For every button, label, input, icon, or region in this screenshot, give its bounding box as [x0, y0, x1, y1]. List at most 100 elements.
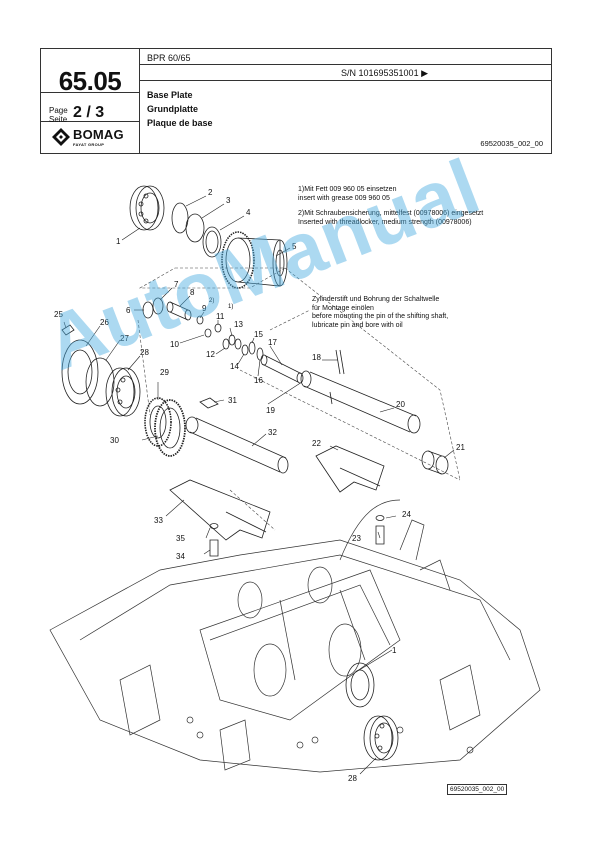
- part-10: [204, 328, 212, 338]
- callout-label: 24: [402, 510, 411, 519]
- callout-label: 32: [268, 428, 277, 437]
- ring-part-27: [85, 357, 115, 407]
- callout-label: 28: [140, 348, 149, 357]
- spring-part-9: [196, 315, 204, 325]
- callout-label: 29: [160, 368, 169, 377]
- bracket-part-22: [315, 445, 385, 493]
- bomag-logo: BOMAG FAYAT GROUP: [51, 126, 135, 150]
- washer-part-24: [375, 515, 385, 521]
- brand-sub: FAYAT GROUP: [73, 142, 105, 147]
- shaft-part-20: [300, 370, 421, 434]
- leader-lines: [63, 195, 455, 775]
- bushing-part-8: [169, 301, 189, 321]
- guide-lines: [137, 267, 461, 531]
- title-fr: Plaque de base: [147, 118, 213, 128]
- callout-label: 33: [154, 516, 163, 525]
- note-lubricate-pin: Zylinderstift und Bohrung der Schaltwell…: [312, 296, 449, 329]
- callout-label: 13: [234, 320, 243, 329]
- header-divider: [139, 80, 551, 81]
- key-part-31: [199, 397, 219, 409]
- bearing-part-1: [129, 185, 165, 231]
- gear-part-5: [221, 231, 288, 289]
- part-titles: Base Plate Grundplatte Plaque de base: [147, 88, 213, 130]
- callout-label: 1: [392, 646, 397, 655]
- document-number: 65.05: [58, 66, 122, 96]
- callout-label: 7: [174, 280, 179, 289]
- callout-label: 30: [110, 436, 119, 445]
- callout-label: 4: [246, 208, 251, 217]
- callout-label: 1: [116, 237, 121, 246]
- reference-number: 69520035_002_00: [480, 139, 543, 148]
- callout-label: 27: [120, 334, 129, 343]
- callout-label: 20: [396, 400, 405, 409]
- washer-part-35: [209, 523, 219, 529]
- callout-label: 28: [348, 774, 357, 783]
- ring-part-3: [185, 213, 205, 243]
- pin-part-18: [335, 349, 345, 375]
- callout-label: 31: [228, 396, 237, 405]
- washer-part-7: [152, 297, 164, 315]
- header-divider: [41, 121, 139, 122]
- model-name: BPR 60/65: [147, 53, 191, 63]
- header-block: 65.05 Page Seite 2 / 3 BOMAG FAYAT GROUP…: [40, 48, 552, 154]
- bomag-logo-icon: [52, 128, 70, 146]
- callout-label: 2: [208, 188, 213, 197]
- callout-label: 22: [312, 439, 321, 448]
- exploded-diagram: 1 2 3 4 5 6 7 8 9 2) 10 11 1) 12 13 14 1…: [40, 160, 552, 800]
- shaft-part-32: [185, 416, 289, 474]
- callout-labels: 1 2 3 4 5 6 7 8 9 2) 10 11 1) 12 13 14 1…: [40, 160, 552, 800]
- title-en: Base Plate: [147, 90, 193, 100]
- part-15: [248, 341, 256, 355]
- header-divider: [41, 92, 139, 93]
- callout-label: 16: [254, 376, 263, 385]
- ring-part-2: [171, 202, 189, 234]
- callout-label: 21: [456, 443, 465, 452]
- callout-label: 14: [230, 362, 239, 371]
- gear-part-30: [154, 399, 186, 457]
- bearing-part-1-installed: [345, 662, 375, 708]
- title-de: Grundplatte: [147, 104, 198, 114]
- callout-label: 10: [170, 340, 179, 349]
- figure-reference: 69520035_002_00: [447, 784, 508, 795]
- callout-label: 11: [216, 312, 225, 321]
- callout-label: 2): [209, 298, 215, 304]
- bracket-part-33: [169, 479, 271, 541]
- callout-label: 15: [254, 330, 263, 339]
- page-number: 2 / 3: [73, 104, 105, 121]
- page-label: Page Seite: [49, 106, 68, 124]
- callout-label: 5: [292, 242, 297, 251]
- callout-label: 1): [228, 304, 234, 310]
- part-12: [222, 338, 230, 350]
- screw-part-25: [61, 324, 75, 336]
- callout-label: 26: [100, 318, 109, 327]
- header-divider: [139, 64, 551, 65]
- callout-label: 9: [202, 304, 207, 313]
- shaft-part-17: [260, 354, 304, 384]
- header-divider: [139, 49, 140, 153]
- callout-label: 23: [352, 534, 361, 543]
- callout-label: 8: [190, 288, 195, 297]
- brand-name: BOMAG: [73, 127, 124, 142]
- cover-part-26: [61, 339, 99, 405]
- bearing-part-28-installed: [363, 715, 399, 761]
- bolt-part-34: [209, 539, 219, 557]
- base-plate-frame: [49, 499, 541, 773]
- callout-label: 6: [126, 306, 131, 315]
- callout-label: 19: [266, 406, 275, 415]
- bushing-part-21: [421, 450, 449, 475]
- callout-label: 18: [312, 353, 321, 362]
- bearing-part-28: [105, 367, 141, 417]
- callout-label: 3: [226, 196, 231, 205]
- note-grease: 1)Mit Fett 009 960 05 einsetzen insert w…: [298, 186, 397, 202]
- callout-label: 17: [268, 338, 277, 347]
- diagram-drawing: [49, 185, 541, 775]
- bolt-part-23: [375, 525, 385, 545]
- callout-label: 35: [176, 534, 185, 543]
- callout-label: 34: [176, 552, 185, 561]
- part-14: [241, 344, 249, 356]
- ring-part-4: [202, 226, 222, 258]
- callout-label: 25: [54, 310, 63, 319]
- note-threadlocker: 2)Mit Schraubensicherung, mittelfest (00…: [298, 210, 484, 226]
- serial-number: S/N 101695351001 ▶: [341, 68, 428, 78]
- callout-label: 12: [206, 350, 215, 359]
